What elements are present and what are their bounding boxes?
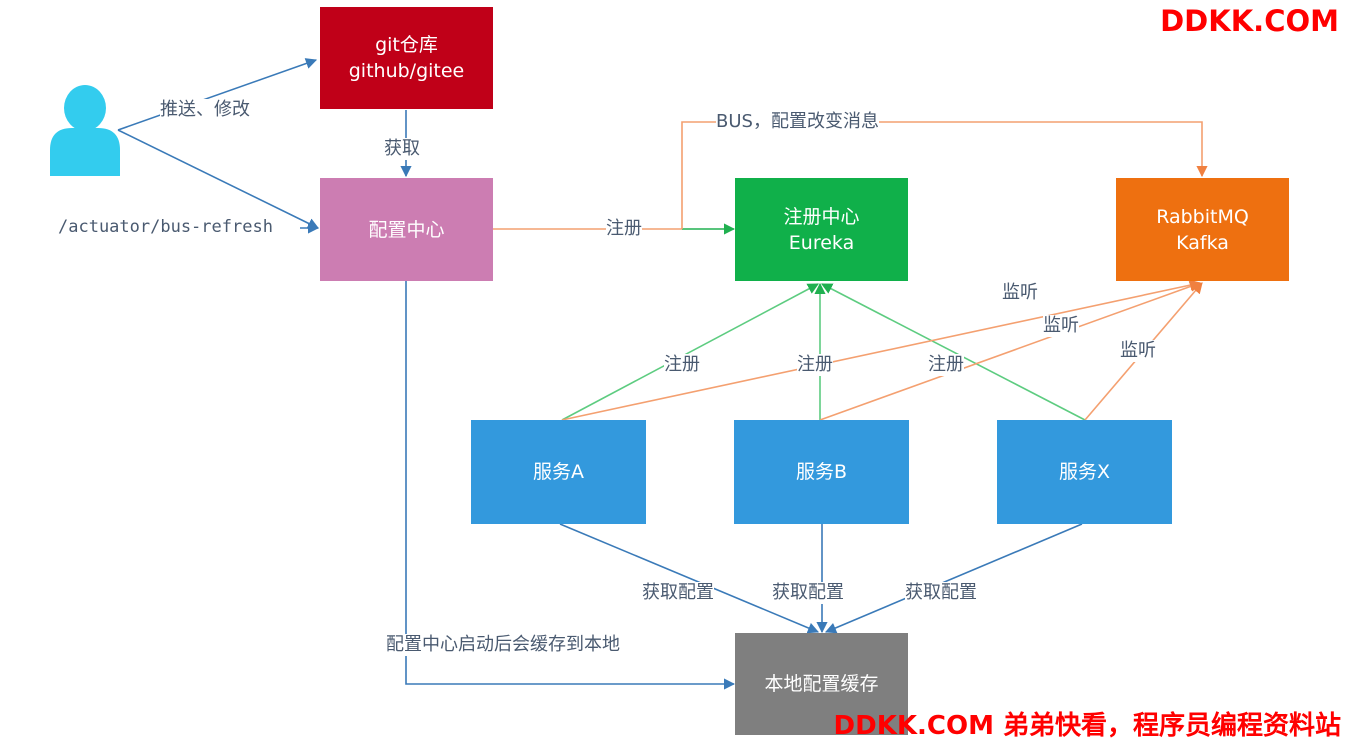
service-x-label: 服务X bbox=[1058, 461, 1111, 483]
git-repo-node: git仓库 github/gitee bbox=[320, 7, 493, 109]
label-bus-message: BUS，配置改变消息 bbox=[716, 111, 879, 133]
eureka-line2: Eureka bbox=[788, 231, 855, 254]
label-get-config-x: 获取配置 bbox=[905, 582, 977, 604]
edge-register-a bbox=[561, 283, 819, 421]
git-repo-line1: git仓库 bbox=[375, 34, 438, 56]
label-fetch: 获取 bbox=[384, 138, 420, 160]
label-push-modify: 推送、修改 bbox=[160, 99, 250, 121]
user-icon bbox=[50, 85, 120, 176]
edge-user-config bbox=[117, 129, 320, 229]
label-register-x: 注册 bbox=[928, 354, 964, 376]
config-center-label: 配置中心 bbox=[368, 218, 445, 241]
service-x-node: 服务X bbox=[997, 420, 1172, 524]
mq-line1: RabbitMQ bbox=[1156, 205, 1249, 228]
eureka-line1: 注册中心 bbox=[783, 205, 860, 228]
watermark-top: DDKK.COM bbox=[1160, 4, 1339, 38]
label-bus-refresh: /actuator/bus-refresh bbox=[58, 216, 273, 238]
edge-listen-a bbox=[561, 279, 1202, 421]
watermark-bottom: DDKK.COM 弟弟快看，程序员编程资料站 bbox=[833, 711, 1341, 741]
edge-bus bbox=[681, 121, 1208, 229]
label-listen-3: 监听 bbox=[1120, 340, 1156, 362]
service-a-node: 服务A bbox=[471, 420, 646, 524]
mq-node: RabbitMQ Kafka bbox=[1116, 178, 1289, 281]
edge-config-cache bbox=[405, 281, 736, 690]
edge-register-x bbox=[821, 283, 1086, 421]
edge-a-cache bbox=[559, 523, 820, 634]
label-listen-1: 监听 bbox=[1002, 282, 1038, 304]
edge-x-cache bbox=[824, 523, 1083, 634]
eureka-node: 注册中心 Eureka bbox=[735, 178, 908, 281]
mq-line2: Kafka bbox=[1176, 231, 1229, 254]
service-b-node: 服务B bbox=[734, 420, 909, 524]
label-register-b: 注册 bbox=[797, 354, 833, 376]
label-register-a: 注册 bbox=[664, 354, 700, 376]
local-cache-node: 本地配置缓存 bbox=[735, 633, 908, 735]
local-cache-label: 本地配置缓存 bbox=[764, 673, 879, 695]
service-a-label: 服务A bbox=[533, 461, 584, 483]
label-get-config-b: 获取配置 bbox=[772, 582, 844, 604]
git-repo-line2: github/gitee bbox=[348, 60, 465, 82]
config-center-node: 配置中心 bbox=[320, 178, 493, 281]
label-listen-2: 监听 bbox=[1043, 315, 1079, 337]
label-register-config: 注册 bbox=[606, 218, 642, 240]
label-get-config-a: 获取配置 bbox=[642, 582, 714, 604]
service-b-label: 服务B bbox=[795, 461, 848, 483]
edge-listen-b bbox=[819, 281, 1202, 421]
edge-user-git bbox=[117, 58, 318, 131]
label-cache-note: 配置中心启动后会缓存到本地 bbox=[386, 634, 620, 656]
